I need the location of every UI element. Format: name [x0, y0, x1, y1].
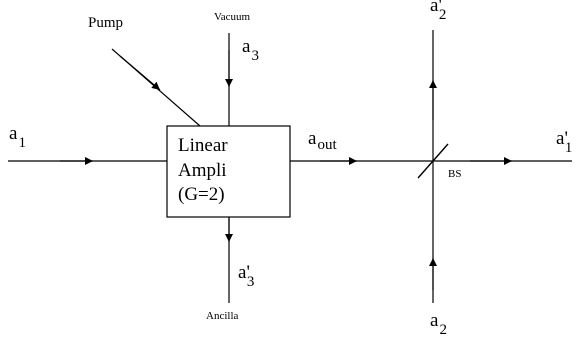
amplifier-label-line2: Ampli [178, 160, 227, 181]
a2-prime-label: a'2 [430, 0, 446, 23]
pump-label: Pump [88, 15, 123, 31]
a3-prime-label: a'3 [238, 262, 254, 290]
a-out-label: aout [308, 128, 337, 153]
amplifier-box [166, 125, 291, 218]
a1-label: a1 [9, 123, 26, 151]
a2-label: a2 [430, 310, 447, 338]
beam-splitter [417, 143, 449, 179]
ancilla-label: Ancilla [206, 310, 238, 322]
amplifier-label-line1: Linear [178, 135, 228, 156]
a3-label: a3 [242, 36, 259, 64]
beam-splitter-label: BS [448, 168, 461, 180]
pump-beam-arrow [119, 55, 161, 91]
a1-prime-label: a'1 [556, 128, 572, 156]
amplifier-label-line3: (G=2) [178, 184, 225, 205]
vacuum-label: Vacuum [214, 11, 250, 23]
